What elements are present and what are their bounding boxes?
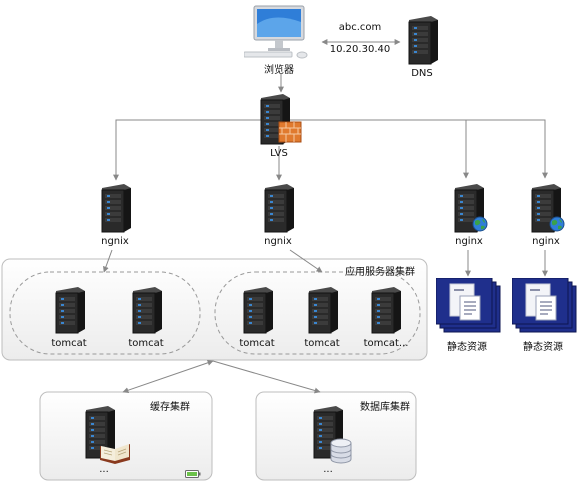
cache-connector — [122, 359, 214, 394]
dns-server-icon — [408, 16, 438, 65]
nginx2-label: ngnix — [264, 236, 292, 247]
tomcat1-label: tomcat — [51, 338, 87, 349]
static1-icon — [436, 278, 501, 333]
lvs-distribution-line — [115, 119, 546, 180]
nginx2-tomcat-connector — [289, 249, 323, 273]
nginx2-server-icon — [264, 184, 294, 233]
tomcat4-server-icon — [308, 287, 338, 334]
dns-ip: 10.20.30.40 — [329, 44, 391, 55]
nginx1-label: ngnix — [101, 236, 129, 247]
firewall-icon — [278, 121, 302, 143]
db-more-label: ... — [323, 464, 333, 475]
tomcat2-label: tomcat — [128, 338, 164, 349]
database-icon — [330, 438, 352, 464]
nginx3-label: nginx — [455, 236, 483, 247]
globe-icon — [549, 216, 565, 232]
app-cluster-label: 应用服务器集群 — [345, 267, 415, 278]
static2-icon — [512, 278, 577, 333]
app-cluster-box — [1, 258, 428, 361]
db-cluster-label: 数据库集群 — [360, 402, 410, 413]
static2-label: 静态资源 — [523, 342, 563, 353]
cache-cluster-label: 缓存集群 — [150, 402, 190, 413]
tomcat1-server-icon — [55, 287, 85, 334]
nginx1-tomcat-connector — [103, 249, 113, 273]
tomcat3-label: tomcat — [239, 338, 275, 349]
dns-domain: abc.com — [338, 22, 382, 33]
tomcat5-server-icon — [371, 287, 401, 334]
nginx4-label: nginx — [532, 236, 560, 247]
dns-label: DNS — [411, 68, 433, 79]
battery-icon — [185, 470, 201, 478]
tomcat5-label: tomcat... — [363, 338, 409, 349]
nginx1-server-icon — [101, 184, 131, 233]
desktop-computer-icon — [244, 5, 308, 59]
globe-icon — [472, 216, 488, 232]
tomcat4-label: tomcat — [304, 338, 340, 349]
tomcat3-server-icon — [243, 287, 273, 334]
book-icon — [100, 444, 130, 464]
static1-label: 静态资源 — [447, 342, 487, 353]
cache-server-icon — [85, 406, 115, 459]
lvs-label: LVS — [270, 148, 288, 159]
cache-more-label: ... — [99, 464, 109, 475]
db-connector — [212, 360, 321, 394]
browser-label: 浏览器 — [264, 65, 294, 76]
tomcat2-server-icon — [132, 287, 162, 334]
tomcat-group-right — [214, 271, 421, 355]
